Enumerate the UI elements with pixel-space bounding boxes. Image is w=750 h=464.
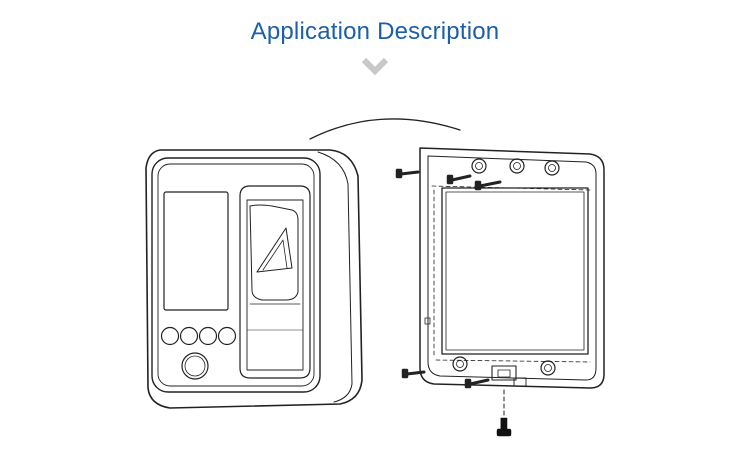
round-button xyxy=(181,352,209,380)
screw xyxy=(446,174,472,185)
assembly-arc xyxy=(309,118,461,140)
screw xyxy=(395,168,420,179)
bottom-screw xyxy=(496,417,512,437)
keypad-button xyxy=(217,326,237,346)
plate-latch xyxy=(491,365,517,381)
mounting-plate xyxy=(419,147,605,389)
terminal-shell xyxy=(145,149,363,409)
terminal-screen xyxy=(163,191,229,311)
screw-boss xyxy=(471,158,487,174)
screw xyxy=(401,368,426,379)
terminal-depth-edge xyxy=(317,151,353,403)
plate-opening-inner xyxy=(445,191,585,351)
plate-opening xyxy=(441,187,589,355)
screw-boss xyxy=(452,356,468,372)
screw-boss xyxy=(540,360,556,376)
terminal-front-inner xyxy=(157,163,315,387)
round-button-inner xyxy=(184,355,206,377)
page-title: Application Description xyxy=(250,18,500,45)
chevron-down-icon xyxy=(361,57,389,76)
keypad-button xyxy=(160,326,180,346)
keypad-button xyxy=(179,326,199,346)
plate-rim xyxy=(427,155,597,381)
terminal-front-face xyxy=(151,157,321,393)
screw-boss xyxy=(509,158,525,174)
screw-boss xyxy=(544,160,560,176)
keypad-button xyxy=(198,326,218,346)
screw xyxy=(464,378,490,389)
fingerprint-sensor xyxy=(239,185,311,379)
fingerprint-terminal xyxy=(145,149,363,409)
screw xyxy=(474,180,502,191)
plate-outline xyxy=(419,147,605,389)
